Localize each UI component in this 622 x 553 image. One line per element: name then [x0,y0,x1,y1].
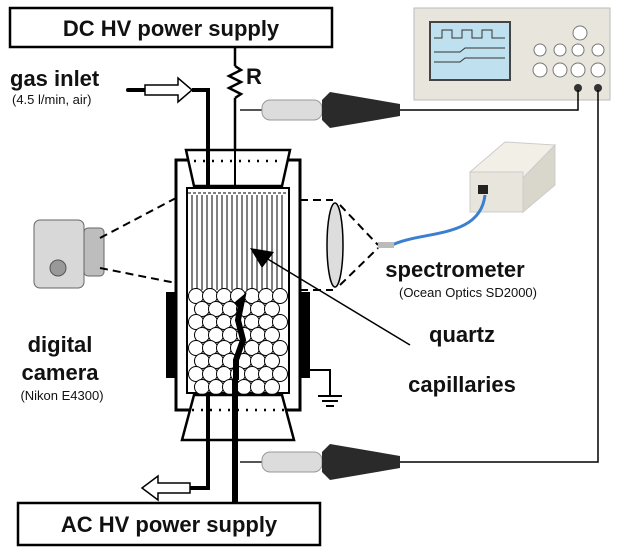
voltage-probe-top [240,92,400,128]
gas-outlet-arrow-icon [140,474,191,502]
voltage-probe-bottom [240,444,400,480]
spectrometer-label: spectrometer [385,257,525,282]
bead [194,379,210,395]
bead [264,301,280,317]
gas-inlet-label: gas inlet [10,66,100,91]
spectrometer-device [378,141,557,248]
dc-supply-label: DC HV power supply [63,16,280,41]
gas-inlet-detail: (4.5 l/min, air) [12,92,91,107]
bead [250,379,266,395]
camera-label-line2: camera [21,360,99,385]
right-electrode [300,292,310,378]
ac-power-supply: AC HV power supply [16,501,322,547]
bead [264,379,280,395]
quartz-label-line2: capillaries [408,372,516,397]
camera-label-line1: digital [28,332,93,357]
bead [208,379,224,395]
resistor-label: R [246,64,262,89]
ground-icon [318,395,342,407]
bead [272,314,288,330]
lens-icon [326,202,344,288]
oscilloscope-device [413,7,611,101]
packed-beads [188,288,288,395]
spectrometer-detail: (Ocean Optics SD2000) [399,285,537,300]
left-electrode [166,292,176,378]
bead [272,366,288,382]
ac-supply-label: AC HV power supply [61,512,278,537]
bead [264,327,280,343]
dc-power-supply: DC HV power supply [8,6,334,49]
digital-camera-icon [33,219,105,289]
bead [272,288,288,304]
bead [272,340,288,356]
bead [264,353,280,369]
gas-inlet-arrow-icon [144,76,194,104]
camera-detail: (Nikon E4300) [20,388,103,403]
pointer-arrowhead-icon [250,248,274,268]
quartz-capillaries [191,195,283,290]
bead [236,379,252,395]
quartz-label-line1: quartz [429,322,495,347]
